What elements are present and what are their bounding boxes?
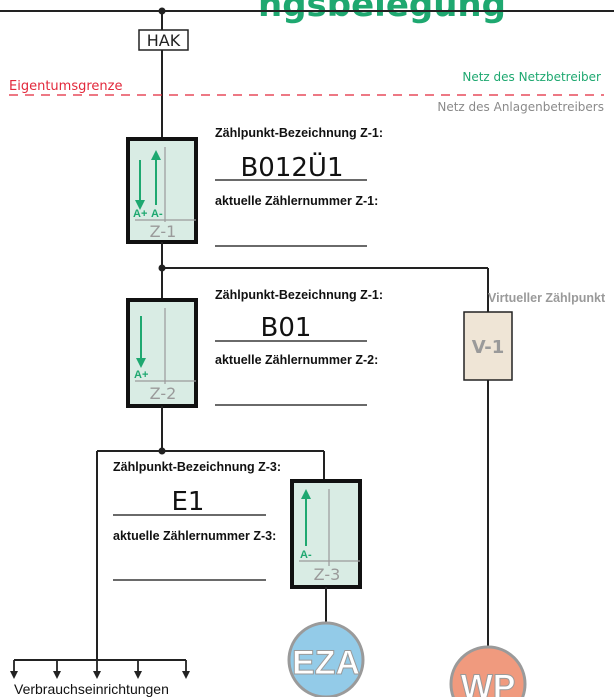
grid-operator-label: Netz des Netzbetreiber: [462, 70, 601, 84]
meter-z2: A+ Z-2: [126, 298, 198, 408]
meter-z2-designation-value: B01: [261, 313, 312, 343]
wp-label: WP: [461, 668, 516, 697]
meter-z1-arrow-aminus: A-: [151, 208, 163, 220]
boundary-label: Eigentumsgrenze: [9, 79, 122, 94]
hak-label: HAK: [147, 31, 181, 50]
meter-z3-arrow-aminus: A-: [300, 549, 312, 561]
meter-z3-id: Z-3: [314, 565, 341, 584]
meter-z3: A- Z-3: [290, 479, 362, 589]
meter-z3-designation-value: E1: [172, 487, 205, 517]
meter-z1-designation-value: B012Ü1: [240, 151, 343, 183]
virtual-meter-id: V-1: [472, 337, 505, 358]
meter-z1-arrow-aplus: A+: [133, 208, 147, 220]
meter-z2-designation-heading: Zählpunkt-Bezeichnung Z-1:: [215, 288, 383, 302]
plant-operator-label: Netz des Anlagenbetreibers: [437, 100, 604, 114]
hak-box: [138, 29, 189, 51]
meter-z2-id: Z-2: [150, 384, 177, 403]
meter-z1-id: Z-1: [150, 222, 177, 241]
eza-circle: [287, 621, 365, 697]
loads-label: Verbrauchseinrichtungen: [14, 681, 169, 697]
meter-z2-arrow-aplus: A+: [134, 369, 148, 381]
virtual-meter-heading: Virtueller Zählpunkt: [488, 291, 606, 305]
page-title-fragment: ngsbelegung: [258, 0, 506, 25]
meter-z3-designation-heading: Zählpunkt-Bezeichnung Z-3:: [113, 460, 281, 474]
meter-z2-number-heading: aktuelle Zählernummer Z-2:: [215, 353, 378, 367]
load-arrows: [10, 660, 190, 679]
meter-z1-designation-heading: Zählpunkt-Bezeichnung Z-1:: [215, 126, 383, 140]
meter-z1-number-heading: aktuelle Zählernummer Z-1:: [215, 194, 378, 208]
wp-circle: [449, 645, 527, 697]
meter-z3-number-heading: aktuelle Zählernummer Z-3:: [113, 529, 276, 543]
meter-z1: A+ A- Z-1: [126, 137, 198, 244]
eza-label: EZA: [292, 644, 360, 682]
virtual-meter-box: [463, 311, 513, 381]
